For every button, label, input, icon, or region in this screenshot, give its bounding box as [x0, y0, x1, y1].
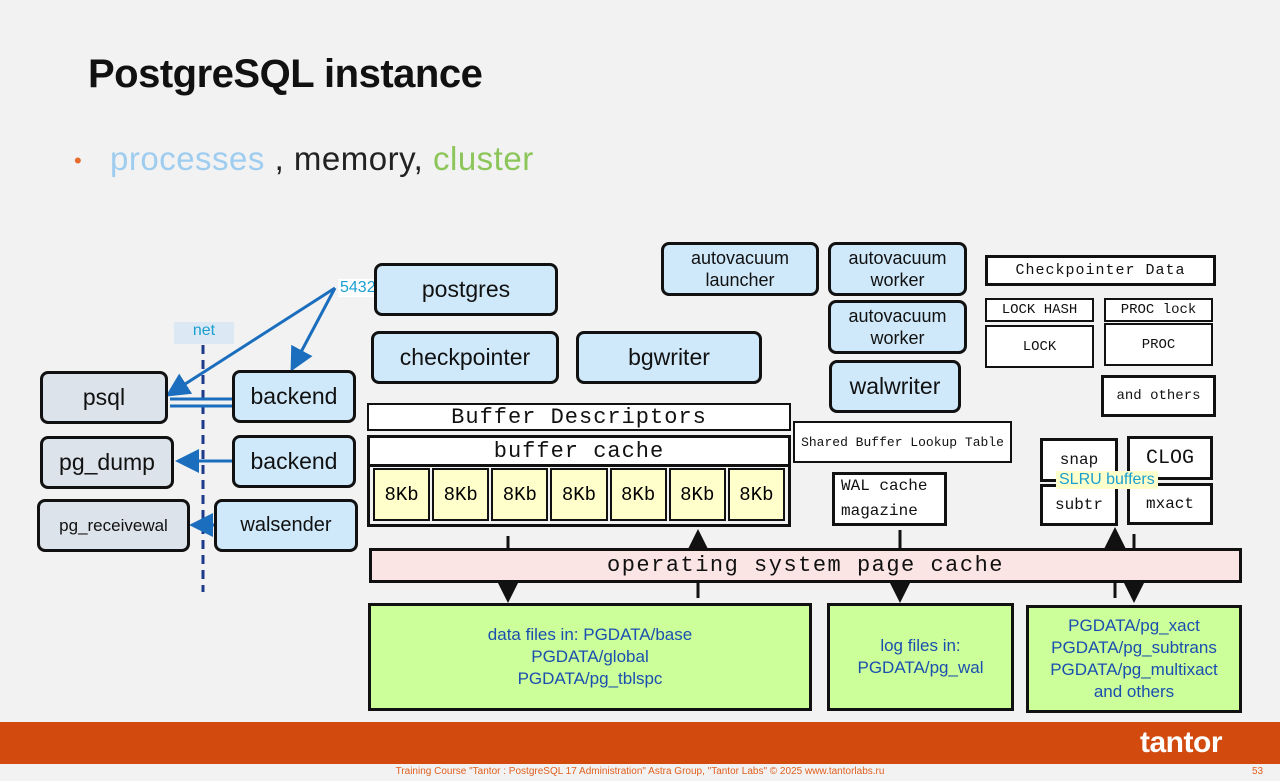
and-others: and others	[1101, 375, 1216, 417]
bullet-icon: •	[74, 148, 82, 173]
buffer-cache: buffer cache	[367, 435, 791, 467]
net-label: net	[174, 322, 234, 344]
pg-dump-client: pg_dump	[40, 436, 174, 489]
tantor-logo: tantor	[1140, 726, 1223, 759]
page-8kb: 8Kb	[432, 468, 490, 521]
buffer-descriptors: Buffer Descriptors	[367, 403, 791, 431]
checkpointer-data: Checkpointer Data	[985, 255, 1216, 286]
lock-table: LOCK	[985, 325, 1094, 368]
bullet-memory: , memory,	[264, 140, 433, 177]
page-8kb: 8Kb	[373, 468, 431, 521]
psql-client: psql	[40, 371, 168, 424]
autovacuum-worker-2: autovacuum worker	[828, 300, 967, 354]
subtr-buffer: subtr	[1040, 484, 1118, 526]
autovacuum-worker-1: autovacuum worker	[828, 242, 967, 296]
slide-title: PostgreSQL instance	[88, 52, 483, 96]
walwriter-process: walwriter	[829, 360, 961, 413]
bullet-cluster: cluster	[432, 140, 534, 177]
page-8kb: 8Kb	[727, 468, 785, 521]
slru-buffers-label: SLRU buffers	[1056, 471, 1158, 489]
xact-files-storage: PGDATA/pg_xact PGDATA/pg_subtrans PGDATA…	[1026, 605, 1242, 713]
page-number: 53	[1252, 766, 1264, 777]
autovacuum-launcher-process: autovacuum launcher	[661, 242, 819, 296]
bullet-processes: processes	[110, 140, 265, 177]
backend-process-2: backend	[232, 435, 356, 488]
bullet-text: processes , memory, cluster	[110, 140, 534, 178]
page-8kb: 8Kb	[491, 468, 549, 521]
backend-process-1: backend	[232, 370, 356, 423]
buffer-pages: 8Kb 8Kb 8Kb 8Kb 8Kb 8Kb 8Kb	[367, 465, 791, 527]
port-label: 5432	[338, 279, 378, 297]
os-page-cache: operating system page cache	[369, 548, 1242, 583]
footer-text: Training Course "Tantor : PostgreSQL 17 …	[395, 766, 885, 777]
footer-bar	[0, 722, 1280, 764]
proc-lock: PROC lock	[1104, 298, 1213, 322]
pg-receivewal-client: pg_receivewal	[37, 499, 190, 552]
page-8kb: 8Kb	[550, 468, 608, 521]
page-8kb: 8Kb	[668, 468, 726, 521]
mxact-buffer: mxact	[1127, 483, 1213, 525]
proc-table: PROC	[1104, 323, 1213, 366]
postgres-process: postgres	[374, 263, 558, 316]
page-8kb: 8Kb	[609, 468, 667, 521]
bgwriter-process: bgwriter	[576, 331, 762, 384]
checkpointer-process: checkpointer	[371, 331, 559, 384]
wal-cache: WAL cache magazine	[832, 472, 947, 526]
data-files-storage: data files in: PGDATA/base PGDATA/global…	[368, 603, 812, 711]
log-files-storage: log files in: PGDATA/pg_wal	[827, 603, 1014, 711]
shared-buffer-lookup-table: Shared Buffer Lookup Table	[793, 421, 1012, 463]
walsender-process: walsender	[214, 499, 358, 552]
lock-hash: LOCK HASH	[985, 298, 1094, 322]
